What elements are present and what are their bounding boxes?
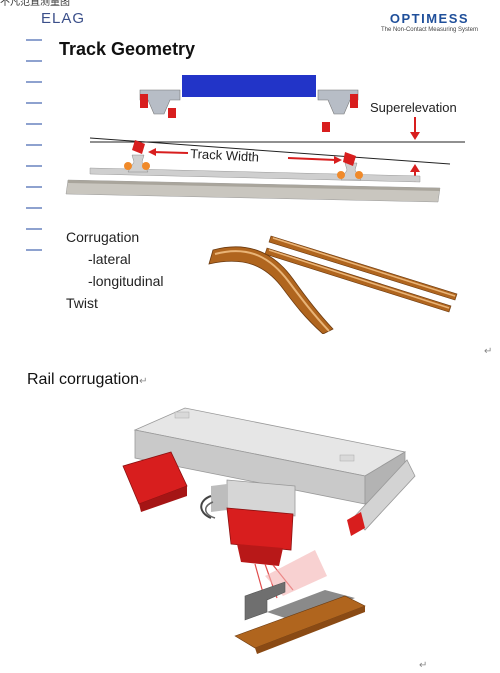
superelevation-label: Superelevation [370, 100, 457, 115]
track-plane-line [89, 137, 451, 165]
clipped-header-text: 不凡范直测量图 [0, 0, 70, 6]
side-decoration [26, 39, 42, 270]
rail-corrugation-heading-text: Rail corrugation [27, 371, 140, 388]
left-rail-marker [132, 140, 145, 154]
superelevation-arrow-up [410, 164, 420, 172]
right-rail-marker [343, 152, 356, 166]
ballast-bed [65, 179, 441, 203]
track-width-arrow-left [148, 148, 156, 156]
superelevation-arrow-down [410, 132, 420, 140]
measuring-beam [182, 75, 316, 97]
track-geometry-slide: ELAG OPTIMESS The Non-Contact Measuring … [0, 6, 500, 336]
paragraph-mark: ↵ [484, 346, 493, 357]
term-longitudinal: -longitudinal [88, 273, 164, 289]
rail-corrugation-heading: Rail corrugation↵ [27, 371, 147, 389]
curved-corrugated-rail [208, 246, 334, 334]
left-sensor-laser [140, 94, 148, 108]
rail-head [244, 581, 286, 621]
sensor-cables [200, 495, 212, 519]
laser-sensor-unit [226, 507, 294, 551]
sleeper [89, 167, 421, 183]
optimess-logo-tagline: The Non-Contact Measuring System [380, 27, 478, 33]
track-width-arrow-right [334, 156, 342, 164]
corrugated-rails-illustration [208, 235, 458, 334]
right-sensor-housing [317, 89, 359, 115]
track-width-label: Track Width [190, 146, 260, 165]
paragraph-mark-bottom: ↵ [419, 660, 428, 671]
elag-logo: ELAG [41, 10, 86, 27]
slide-title: Track Geometry [59, 39, 196, 59]
optimess-logo: OPTIMESS The Non-Contact Measuring Syste… [381, 11, 478, 33]
term-twist: Twist [66, 295, 98, 311]
right-sensor-laser [350, 94, 358, 108]
track-geometry-diagram: Superelevation Track Width [65, 75, 465, 203]
term-corrugation: Corrugation [66, 229, 140, 245]
heading-return-mark: ↵ [139, 376, 148, 387]
term-lateral: -lateral [88, 251, 131, 267]
rail-measurement-device-figure [122, 407, 416, 654]
geometry-terms-list: Corrugation -lateral -longitudinal Twist [66, 226, 164, 314]
optimess-logo-name: OPTIMESS [389, 11, 470, 26]
